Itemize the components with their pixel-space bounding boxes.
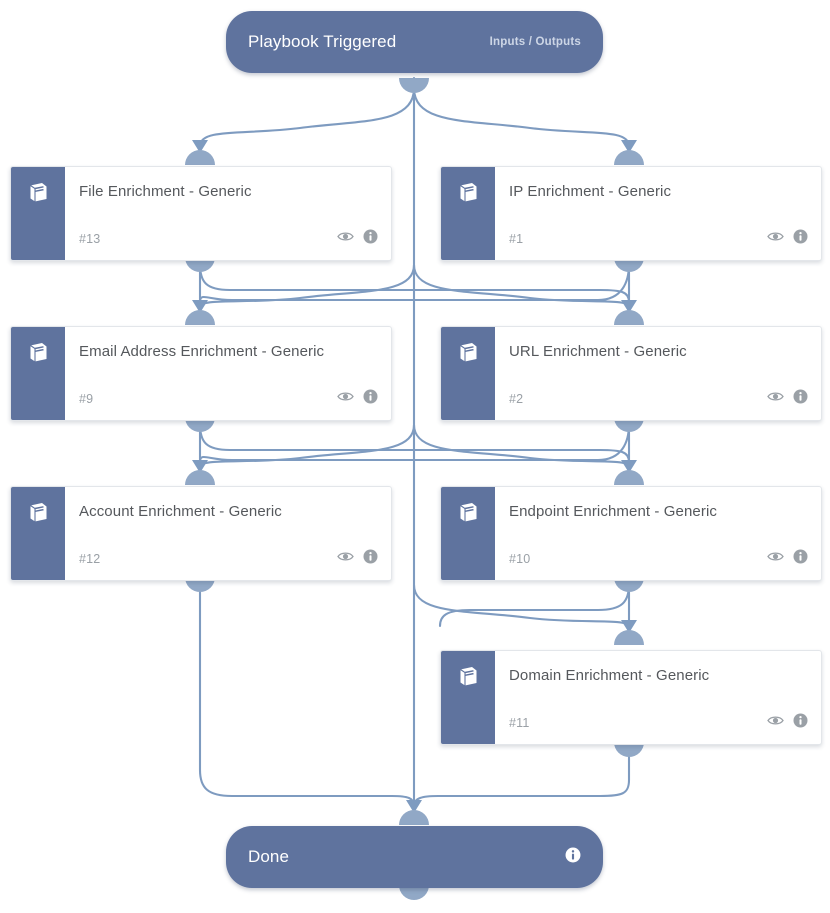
card-actions	[767, 713, 808, 733]
playbook-book-icon	[11, 167, 65, 260]
edge-spine-to-endpoint	[412, 423, 631, 468]
port-account-top	[185, 470, 215, 485]
card-footer: #12	[79, 549, 378, 569]
edge-trigger-to-file	[198, 86, 416, 148]
task-id: #9	[79, 392, 94, 406]
task-id: #2	[509, 392, 524, 406]
task-title: Account Enrichment - Generic	[79, 503, 282, 520]
port-url-top	[614, 310, 644, 325]
port-domain-top	[614, 630, 644, 645]
card-footer: #9	[79, 389, 378, 409]
eye-icon[interactable]	[337, 550, 354, 568]
playbook-book-icon	[441, 167, 495, 260]
task-title: URL Enrichment - Generic	[509, 343, 687, 360]
card-footer: #13	[79, 229, 378, 249]
task-card-domain-enrichment[interactable]: Domain Enrichment - Generic #11	[440, 650, 822, 745]
edge-email-to-endpoint	[198, 422, 631, 464]
card-actions	[337, 389, 378, 409]
task-card-endpoint-enrichment[interactable]: Endpoint Enrichment - Generic #10	[440, 486, 822, 581]
task-title: Domain Enrichment - Generic	[509, 667, 710, 684]
port-done-bottom	[399, 885, 429, 900]
task-card-file-enrichment[interactable]: File Enrichment - Generic #13	[10, 166, 392, 261]
card-footer: #1	[509, 229, 808, 249]
card-body: Endpoint Enrichment - Generic #10	[495, 487, 821, 580]
playbook-book-icon	[11, 327, 65, 420]
info-icon[interactable]	[793, 389, 808, 409]
node-title: Done	[248, 847, 290, 866]
task-title: File Enrichment - Generic	[79, 183, 252, 200]
card-actions	[767, 229, 808, 249]
edge-spine-to-account	[198, 423, 416, 468]
eye-icon[interactable]	[337, 390, 354, 408]
card-body: File Enrichment - Generic #13	[65, 167, 391, 260]
info-icon[interactable]	[565, 847, 581, 868]
card-body: Account Enrichment - Generic #12	[65, 487, 391, 580]
info-icon[interactable]	[793, 229, 808, 249]
task-id: #1	[509, 232, 524, 246]
task-id: #10	[509, 552, 531, 566]
port-endpoint-top	[614, 470, 644, 485]
task-id: #13	[79, 232, 101, 246]
info-icon[interactable]	[363, 389, 378, 409]
task-title: IP Enrichment - Generic	[509, 183, 672, 200]
eye-icon[interactable]	[767, 714, 784, 732]
card-actions	[767, 389, 808, 409]
playbook-book-icon	[441, 651, 495, 744]
edge-spine-to-url	[412, 263, 631, 308]
task-id: #12	[79, 552, 101, 566]
card-actions	[767, 549, 808, 569]
port-trigger-bottom	[399, 78, 429, 93]
card-body: IP Enrichment - Generic #1	[495, 167, 821, 260]
task-card-email-address-enrichment[interactable]: Email Address Enrichment - Generic #9	[10, 326, 392, 421]
eye-icon[interactable]	[767, 230, 784, 248]
edge-file-to-url	[198, 262, 631, 304]
task-title: Endpoint Enrichment - Generic	[509, 503, 717, 520]
card-body: URL Enrichment - Generic #2	[495, 327, 821, 420]
edge-spine-to-email	[198, 263, 416, 308]
inputs-outputs-label[interactable]: Inputs / Outputs	[489, 36, 581, 48]
node-title: Playbook Triggered	[248, 32, 397, 51]
edge-domain-to-done	[412, 747, 631, 808]
eye-icon[interactable]	[337, 230, 354, 248]
playbook-book-icon	[11, 487, 65, 580]
port-done-top	[399, 810, 429, 825]
task-card-account-enrichment[interactable]: Account Enrichment - Generic #12	[10, 486, 392, 581]
port-ip-top	[614, 150, 644, 165]
edge-endpoint-to-domain-left	[438, 582, 631, 628]
node-done[interactable]: Done	[226, 826, 603, 888]
eye-icon[interactable]	[767, 550, 784, 568]
port-email-top	[185, 310, 215, 325]
task-title: Email Address Enrichment - Generic	[79, 343, 325, 360]
info-icon[interactable]	[363, 549, 378, 569]
edge-spine-to-domain	[412, 583, 631, 628]
card-body: Domain Enrichment - Generic #11	[495, 651, 821, 744]
port-file-top	[185, 150, 215, 165]
card-body: Email Address Enrichment - Generic #9	[65, 327, 391, 420]
task-card-ip-enrichment[interactable]: IP Enrichment - Generic #1	[440, 166, 822, 261]
eye-icon[interactable]	[767, 390, 784, 408]
task-card-url-enrichment[interactable]: URL Enrichment - Generic #2	[440, 326, 822, 421]
node-playbook-triggered[interactable]: Playbook Triggered Inputs / Outputs	[226, 11, 603, 73]
info-icon[interactable]	[793, 713, 808, 733]
edge-url-to-account	[198, 422, 631, 464]
edge-account-to-done	[198, 582, 416, 808]
card-actions	[337, 229, 378, 249]
card-actions	[337, 549, 378, 569]
info-icon[interactable]	[793, 549, 808, 569]
playbook-book-icon	[441, 327, 495, 420]
edge-ip-to-email	[198, 262, 631, 304]
playbook-book-icon	[441, 487, 495, 580]
edge-trigger-to-ip	[412, 86, 631, 148]
task-id: #11	[509, 716, 530, 730]
info-icon[interactable]	[363, 229, 378, 249]
card-footer: #10	[509, 549, 808, 569]
card-footer: #2	[509, 389, 808, 409]
card-footer: #11	[509, 713, 808, 733]
